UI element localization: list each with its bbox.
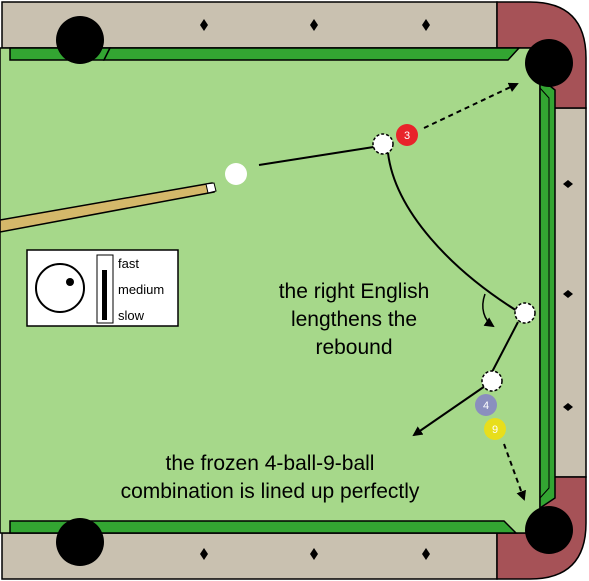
nine-ball-path [503,443,526,501]
pocket-icon [56,16,104,64]
object-ball-9: 9 [484,418,506,440]
diamond-icon [310,19,318,31]
diamond-icon [563,403,573,411]
ball-4-number: 4 [483,400,489,412]
ghost-ball [372,133,394,155]
diamond-icon [422,548,430,560]
pockets [56,16,573,566]
annotation-line: lengthens the [291,308,417,331]
pocket-icon [525,39,573,87]
cushion-right [539,76,556,510]
annotation-line: the frozen 4-ball-9-ball [166,452,375,475]
pocket-icon [525,506,573,554]
english-annotation: the right English lengthens the rebound [279,280,430,359]
diamond-icon [310,548,318,560]
shot-paths [258,82,526,501]
ball-icon [396,124,418,146]
ball-3-number: 3 [404,130,410,142]
rail-diamonds [200,19,573,560]
diamond-icon [563,180,573,188]
ball-icon [484,418,506,440]
annotation-line: combination is lined up perfectly [121,480,420,503]
annotation-line: rebound [315,336,392,359]
object-ball-3: 3 [396,124,418,146]
diamond-icon [200,19,208,31]
ghost-ball [481,370,503,392]
curved-cue-ball-path [387,152,523,315]
cushion-bottom [9,520,518,534]
legend-box: fast medium slow [26,249,179,327]
object-ball-4: 4 [475,394,497,416]
speed-meter-fill [102,270,107,320]
tip-contact-icon [66,278,74,286]
cue-stick-icon [0,182,217,233]
diamond-icon [563,290,573,298]
cushion-top-right [102,47,521,61]
legend-speed-slow: slow [118,308,145,323]
ghost-balls [372,133,536,392]
legend-speed-medium: medium [118,282,164,297]
pocket-icon [56,518,104,566]
annotation-line: the right English [279,280,430,303]
legend-speed-fast: fast [118,256,139,271]
cue-ball [225,163,247,185]
diamond-icon [200,548,208,560]
cue-ball-path [258,145,381,166]
diamond-icon [422,19,430,31]
ghost-ball [514,302,536,324]
ball-9-number: 9 [492,424,498,436]
four-ball-path [412,383,489,437]
ball-icon [475,394,497,416]
rebound-path [491,321,519,373]
cushion-right-inner-edge [539,87,550,499]
combination-annotation: the frozen 4-ball-9-ball combination is … [121,452,420,503]
cue-tip-icon [35,263,85,313]
three-ball-path [423,82,519,129]
english-arrow-icon [482,293,495,328]
